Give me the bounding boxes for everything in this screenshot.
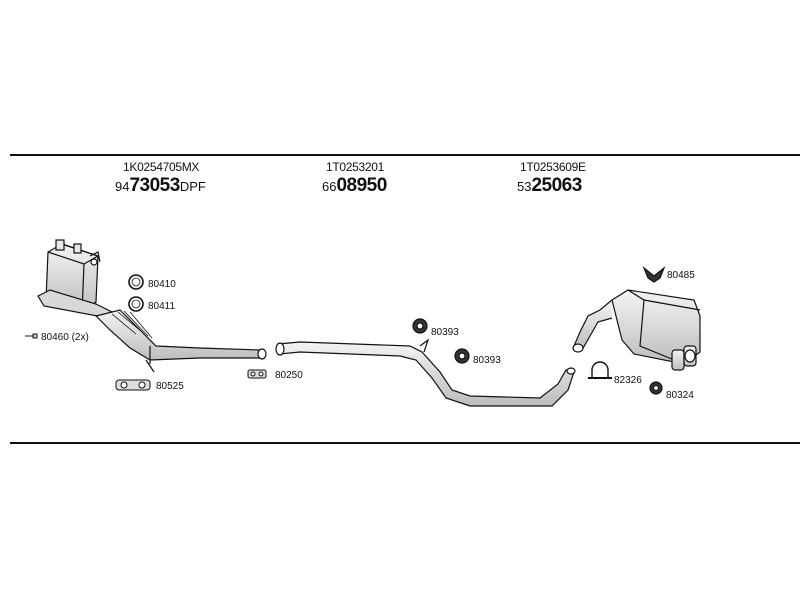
bolt-icon xyxy=(25,333,38,339)
bracket-icon xyxy=(642,266,666,283)
bottom-rule xyxy=(10,442,800,444)
article-prefix: 66 xyxy=(322,179,337,194)
part-label-80393-a: 80393 xyxy=(431,327,459,338)
part-label-80485: 80485 xyxy=(667,270,695,281)
part-label-80324: 80324 xyxy=(666,390,694,401)
rear-silencer-part xyxy=(572,289,701,371)
article-suffix: DPF xyxy=(179,179,206,194)
rubber-mount-icon xyxy=(412,318,428,334)
gasket-ring-icon xyxy=(128,274,144,290)
article-number-1: 9473053DPF xyxy=(115,175,206,197)
rubber-mount-icon xyxy=(649,381,663,395)
gasket-ring-icon xyxy=(128,296,144,312)
oe-number-3: 1T0253609E xyxy=(520,160,586,174)
top-rule xyxy=(10,154,800,156)
part-label-80250: 80250 xyxy=(275,370,303,381)
part-label-80410: 80410 xyxy=(148,279,176,290)
oe-number-2: 1T0253201 xyxy=(326,160,385,174)
u-clamp-icon xyxy=(588,361,612,379)
front-pipe-part xyxy=(94,309,267,373)
intermediate-pipe-part xyxy=(275,338,576,407)
article-prefix: 94 xyxy=(115,179,130,194)
part-label-80460: 80460 (2x) xyxy=(41,332,89,343)
article-prefix: 53 xyxy=(517,179,532,194)
oe-number-1: 1K0254705MX xyxy=(123,160,200,174)
part-label-80411: 80411 xyxy=(148,301,176,312)
article-number-2: 6608950 xyxy=(322,175,387,197)
dpf-filter-part xyxy=(37,239,113,319)
article-main: 73053 xyxy=(129,175,180,196)
article-main: 25063 xyxy=(531,175,582,196)
article-main: 08950 xyxy=(336,175,387,196)
part-label-82326: 82326 xyxy=(614,375,642,386)
part-label-80393-b: 80393 xyxy=(473,355,501,366)
rubber-mount-icon xyxy=(454,348,470,364)
clamp-icon xyxy=(115,379,151,391)
article-number-3: 5325063 xyxy=(517,175,582,197)
clamp-icon xyxy=(247,369,267,379)
part-label-80525: 80525 xyxy=(156,381,184,392)
